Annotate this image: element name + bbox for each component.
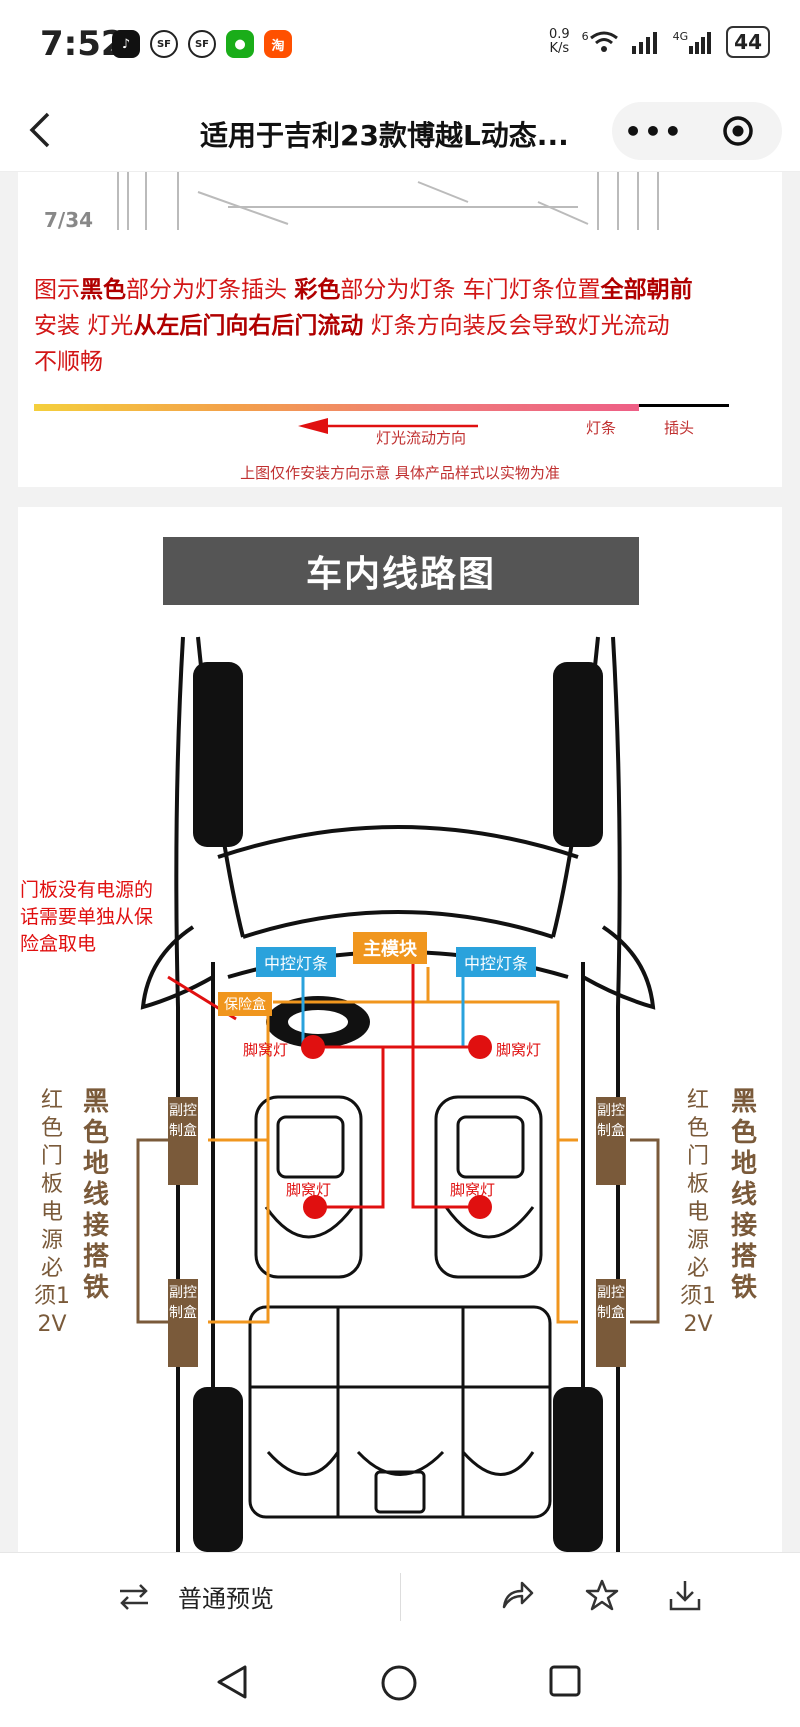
diagram-title: 车内线路图 [163,537,639,605]
desc-line-2: 安装 灯光从左后门向右后门流动 灯条方向装反会导致灯光流动 [34,308,774,344]
image-viewer[interactable]: 7/34 图示黑色部分为灯条插头 彩色部分为灯条 车门灯条位置全部朝前 安装 灯… [0,172,800,1552]
wheel-shapes [193,662,603,1552]
flow-direction-arrow-icon [298,418,478,434]
desc-text: 灯条方向装反会导致灯光流动 [363,313,670,339]
sub-control-box: 副控制盒 [168,1279,198,1367]
battery-icon: 44 [726,26,770,58]
fuse-box-label: 保险盒 [218,992,272,1016]
car-top-partial-image [117,172,659,230]
tiktok-icon: ♪ [112,30,140,58]
black-wire-note-right: 黑色地线接搭铁 [730,1087,757,1303]
preview-mode-button[interactable]: 普通预览 [118,1579,274,1614]
desc-text: 安装 灯光 [34,313,134,339]
battery-level: 44 [734,30,762,54]
desc-text: 图示 [34,277,80,303]
desc-line-1: 图示黑色部分为灯条插头 彩色部分为灯条 车门灯条位置全部朝前 [34,272,774,308]
nav-home-icon[interactable] [380,1664,418,1706]
favorite-star-icon[interactable] [585,1579,619,1617]
red-wire-note-right: 红色门板电源必须12V [680,1088,716,1337]
front-seats [254,1095,543,1279]
fuse-box-note: 门板没有电源的话需要单独从保险盒取电 [20,879,154,955]
sub-control-box: 副控制盒 [596,1279,626,1367]
divider [400,1573,401,1621]
install-description: 图示黑色部分为灯条插头 彩色部分为灯条 车门灯条位置全部朝前 安装 灯光从左后门… [34,272,774,380]
net-speed-value: 0.9 [548,27,570,42]
sub-control-box: 副控制盒 [596,1097,626,1185]
car-wiring-diagram [136,636,660,1552]
foot-light-label: 脚窝灯 [450,1181,496,1199]
bottom-action-bar: 普通预览 [0,1552,800,1642]
share-icon[interactable] [500,1579,534,1617]
back-icon[interactable] [28,110,52,159]
wifi-icon: 6 [582,30,619,54]
page-indicator: 7/34 [44,208,94,232]
sub-control-box: 副控制盒 [168,1097,198,1185]
page-title: 适用于吉利23款博越L动态... [200,119,569,152]
flow-direction-label: 灯光流动方向 [376,429,467,447]
wiring-diagram-card: 车内线路图 [18,507,782,1552]
foot-light-dots [301,1035,492,1219]
download-icon[interactable] [668,1579,702,1617]
wifi-label: 6 [581,30,589,43]
plug-bar [639,404,729,407]
light-strip-bar [34,404,639,411]
black-wire-note-left: 黑色地线接搭铁 [82,1087,109,1303]
emphasized-text: 全部朝前 [600,277,693,303]
desc-line-3: 不顺畅 [34,349,103,375]
image-caption: 上图仅作安装方向示意 具体产品样式以实物为准 [240,464,560,482]
sf-icon: SF [188,30,216,58]
nav-recents-icon[interactable] [548,1664,582,1702]
emphasized-text: 从左后门向右后门流动 [133,313,364,339]
center-strip-label-left: 中控灯条 [256,947,337,977]
sf-icon: SF [150,30,178,58]
rear-seat [248,1305,552,1519]
swap-icon [120,1583,148,1610]
nav-back-icon[interactable] [215,1664,249,1704]
strip-label: 灯条 [586,419,617,437]
status-time: 7:52 [40,24,125,64]
close-mini-program-button[interactable] [696,115,780,147]
red-wire-note-left: 红色门板电源必须12V [34,1088,70,1337]
brown-brackets [136,1138,660,1324]
blue-wires [301,977,465,1047]
status-right: 0.9 K/s 6 4G 44 [549,26,770,58]
net-speed-unit: K/s [549,41,570,56]
mini-program-capsule: ••• [612,102,782,160]
status-bar: 7:52 ♪ SF SF ● 淘 0.9 K/s 6 4G 44 [0,0,800,92]
status-app-icons: ♪ SF SF ● 淘 [112,30,292,58]
title-bar: 适用于吉利23款博越L动态... ••• [0,92,800,172]
more-button[interactable]: ••• [624,114,684,148]
foot-light-label: 脚窝灯 [286,1181,332,1199]
wechat-icon: ● [226,30,254,58]
center-strip-label-right: 中控灯条 [456,947,537,977]
preview-mode-label: 普通预览 [178,1585,274,1613]
orange-wires [208,967,578,1324]
emphasized-text: 黑色 [80,277,126,303]
plug-label: 插头 [664,419,695,437]
foot-light-label: 脚窝灯 [243,1041,289,1059]
taobao-icon: 淘 [264,30,292,58]
main-module-label: 主模块 [353,932,427,964]
instruction-card: 7/34 图示黑色部分为灯条插头 彩色部分为灯条 车门灯条位置全部朝前 安装 灯… [18,172,782,487]
net-speed: 0.9 K/s [549,28,570,56]
signal-4g-label: 4G [672,30,689,43]
system-nav-bar [0,1642,800,1727]
signal-icon [631,32,657,54]
desc-text: 部分为灯条插头 [126,277,295,303]
desc-text: 部分为灯条 车门灯条位置 [340,277,601,303]
foot-light-label: 脚窝灯 [496,1041,542,1059]
signal-4g-icon: 4G [673,30,715,54]
emphasized-text: 彩色 [294,277,341,303]
